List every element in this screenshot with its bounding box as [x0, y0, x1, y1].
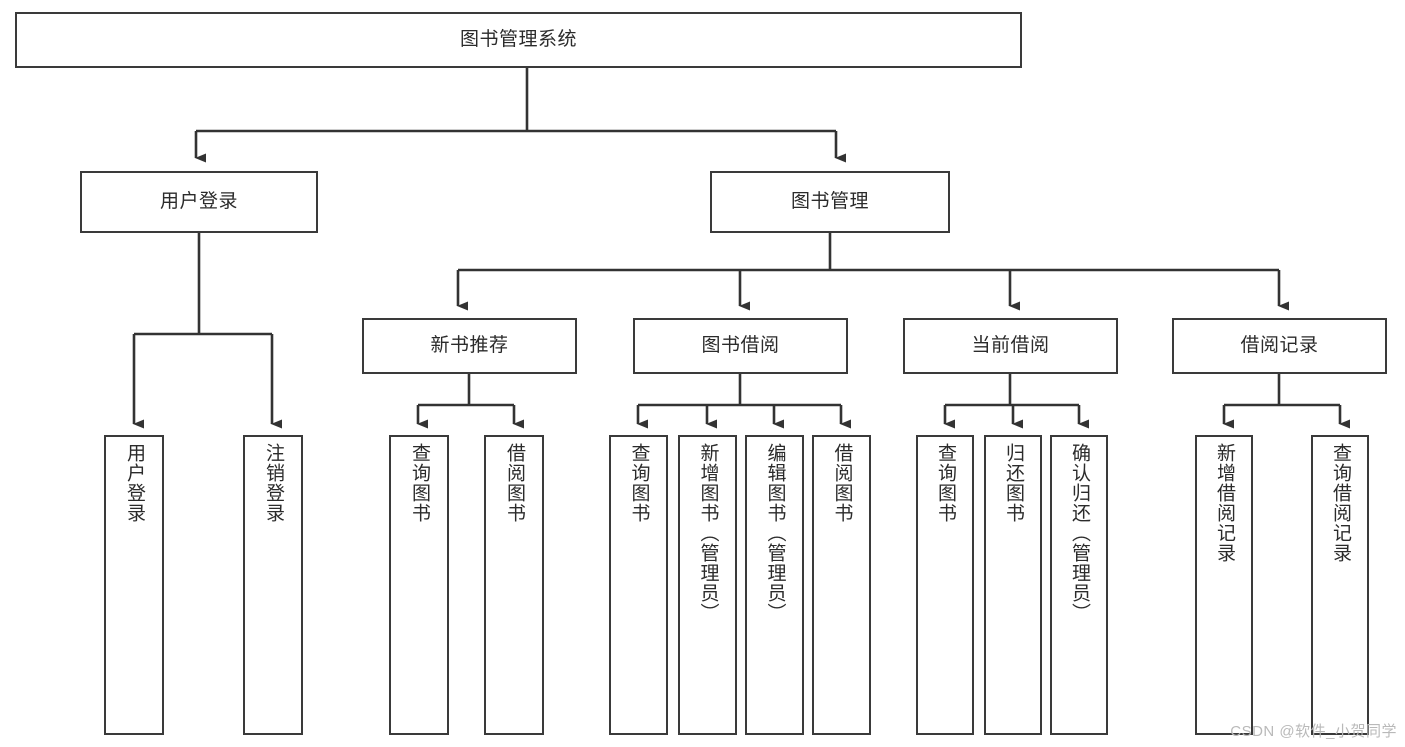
node-leaf-add-record-label: 新增借阅记录: [1213, 443, 1235, 563]
node-leaf-query-record[interactable]: 查询借阅记录: [1311, 435, 1369, 735]
node-book-manage-label: 图书管理: [790, 191, 869, 213]
node-leaf-edit-book[interactable]: 编辑图书（管理员）: [745, 435, 804, 735]
node-book-borrow[interactable]: 图书借阅: [633, 318, 848, 374]
node-leaf-add-record[interactable]: 新增借阅记录: [1195, 435, 1253, 735]
node-leaf-borrow-book-1[interactable]: 借阅图书: [484, 435, 544, 735]
node-leaf-query-book-1[interactable]: 查询图书: [389, 435, 449, 735]
node-leaf-borrow-book-1-label: 借阅图书: [503, 443, 525, 523]
node-leaf-confirm-return[interactable]: 确认归还（管理员）: [1050, 435, 1108, 735]
node-current-borrow-label: 当前借阅: [971, 335, 1050, 357]
node-book-borrow-label: 图书借阅: [701, 335, 780, 357]
node-leaf-query-book-2-label: 查询图书: [628, 443, 650, 523]
node-root-label: 图书管理系统: [459, 29, 577, 51]
node-leaf-return-book-label: 归还图书: [1002, 443, 1024, 523]
node-root[interactable]: 图书管理系统: [15, 12, 1022, 68]
node-leaf-borrow-book-2-label: 借阅图书: [831, 443, 853, 523]
node-leaf-query-book-3-label: 查询图书: [934, 443, 956, 523]
node-leaf-query-book-3[interactable]: 查询图书: [916, 435, 974, 735]
node-leaf-add-book[interactable]: 新增图书（管理员）: [678, 435, 737, 735]
node-leaf-logout-login-label: 注销登录: [262, 443, 284, 523]
node-borrow-record[interactable]: 借阅记录: [1172, 318, 1387, 374]
node-leaf-user-login-label: 用户登录: [123, 443, 145, 523]
node-user-login[interactable]: 用户登录: [80, 171, 318, 233]
node-new-book-recommend[interactable]: 新书推荐: [362, 318, 577, 374]
node-leaf-add-book-label: 新增图书（管理员）: [697, 443, 719, 623]
csdn-watermark: CSDN @软件_小贺同学: [1230, 723, 1397, 740]
node-leaf-confirm-return-label: 确认归还（管理员）: [1068, 443, 1090, 623]
node-leaf-query-record-label: 查询借阅记录: [1329, 443, 1351, 563]
node-leaf-borrow-book-2[interactable]: 借阅图书: [812, 435, 871, 735]
node-leaf-user-login[interactable]: 用户登录: [104, 435, 164, 735]
node-leaf-logout-login[interactable]: 注销登录: [243, 435, 303, 735]
node-leaf-edit-book-label: 编辑图书（管理员）: [764, 443, 786, 623]
node-leaf-query-book-1-label: 查询图书: [408, 443, 430, 523]
node-current-borrow[interactable]: 当前借阅: [903, 318, 1118, 374]
node-borrow-record-label: 借阅记录: [1240, 335, 1319, 357]
node-leaf-return-book[interactable]: 归还图书: [984, 435, 1042, 735]
node-leaf-query-book-2[interactable]: 查询图书: [609, 435, 668, 735]
node-user-login-label: 用户登录: [159, 191, 238, 213]
node-new-book-recommend-label: 新书推荐: [430, 335, 509, 357]
node-book-manage[interactable]: 图书管理: [710, 171, 950, 233]
